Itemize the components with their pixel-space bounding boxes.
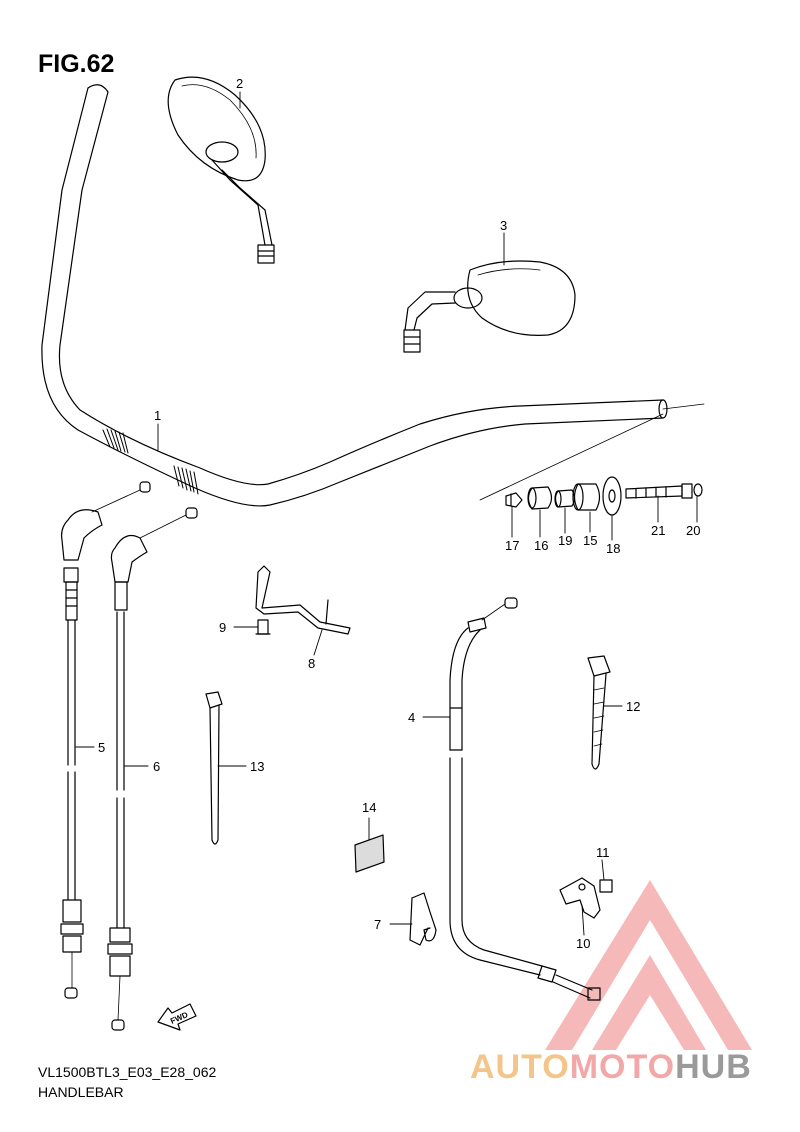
part-5-throttle-cable bbox=[60, 481, 151, 999]
callout-3: 3 bbox=[500, 218, 507, 233]
watermark-text: AUTOMOTOHUB bbox=[470, 1048, 752, 1087]
part-19-spacer bbox=[554, 489, 576, 508]
part-7-clip bbox=[409, 892, 437, 946]
part-18-cap bbox=[602, 476, 622, 516]
callout-9: 9 bbox=[219, 620, 226, 635]
callout-6: 6 bbox=[153, 759, 160, 774]
part-11-bolt bbox=[599, 879, 613, 893]
watermark-logo bbox=[545, 880, 752, 1050]
diagram-name: HANDLEBAR bbox=[38, 1084, 124, 1100]
watermark-hub: HUB bbox=[675, 1048, 752, 1086]
diagram-code: VL1500BTL3_E03_E28_062 bbox=[38, 1064, 217, 1080]
part-1-handlebar bbox=[41, 84, 705, 507]
callout-13: 13 bbox=[250, 759, 264, 774]
watermark-auto: AUTO bbox=[470, 1048, 570, 1086]
callout-labels: 1 2 3 4 5 6 7 8 9 10 11 12 13 14 15 16 1… bbox=[98, 76, 700, 951]
part-6-throttle-cable bbox=[107, 507, 198, 1031]
figure-title: FIG.62 bbox=[38, 50, 115, 78]
callout-11: 11 bbox=[596, 845, 610, 860]
part-10-holder bbox=[559, 877, 601, 919]
part-3-mirror-right bbox=[403, 260, 576, 353]
part-4-clutch-cable bbox=[449, 597, 601, 1001]
callout-19: 19 bbox=[558, 533, 572, 548]
part-12-cable-tie bbox=[587, 655, 611, 770]
callout-14: 14 bbox=[362, 800, 376, 815]
part-8-bracket bbox=[255, 565, 351, 635]
callout-21: 21 bbox=[651, 523, 665, 538]
part-20-washer bbox=[693, 483, 703, 497]
callout-15: 15 bbox=[583, 533, 597, 548]
callout-1: 1 bbox=[154, 408, 161, 423]
part-13-cable-tie bbox=[205, 691, 223, 845]
callout-16: 16 bbox=[534, 538, 548, 553]
part-14-label bbox=[354, 834, 385, 873]
callout-20: 20 bbox=[686, 523, 700, 538]
callout-7: 7 bbox=[374, 917, 381, 932]
part-21-bolt bbox=[625, 483, 693, 499]
callout-8: 8 bbox=[308, 656, 315, 671]
callout-2: 2 bbox=[236, 76, 243, 91]
part-17-nut bbox=[505, 492, 523, 508]
callout-5: 5 bbox=[98, 740, 105, 755]
callout-17: 17 bbox=[505, 538, 519, 553]
part-16-bushing bbox=[527, 486, 553, 510]
callout-18: 18 bbox=[606, 541, 620, 556]
callout-4: 4 bbox=[408, 710, 415, 725]
callout-10: 10 bbox=[576, 936, 590, 951]
callout-12: 12 bbox=[626, 699, 640, 714]
fwd-arrow-icon bbox=[157, 1003, 197, 1031]
part-15-weight bbox=[572, 483, 601, 511]
part-2-mirror-left bbox=[167, 76, 275, 264]
watermark-moto: MOTO bbox=[569, 1048, 676, 1086]
